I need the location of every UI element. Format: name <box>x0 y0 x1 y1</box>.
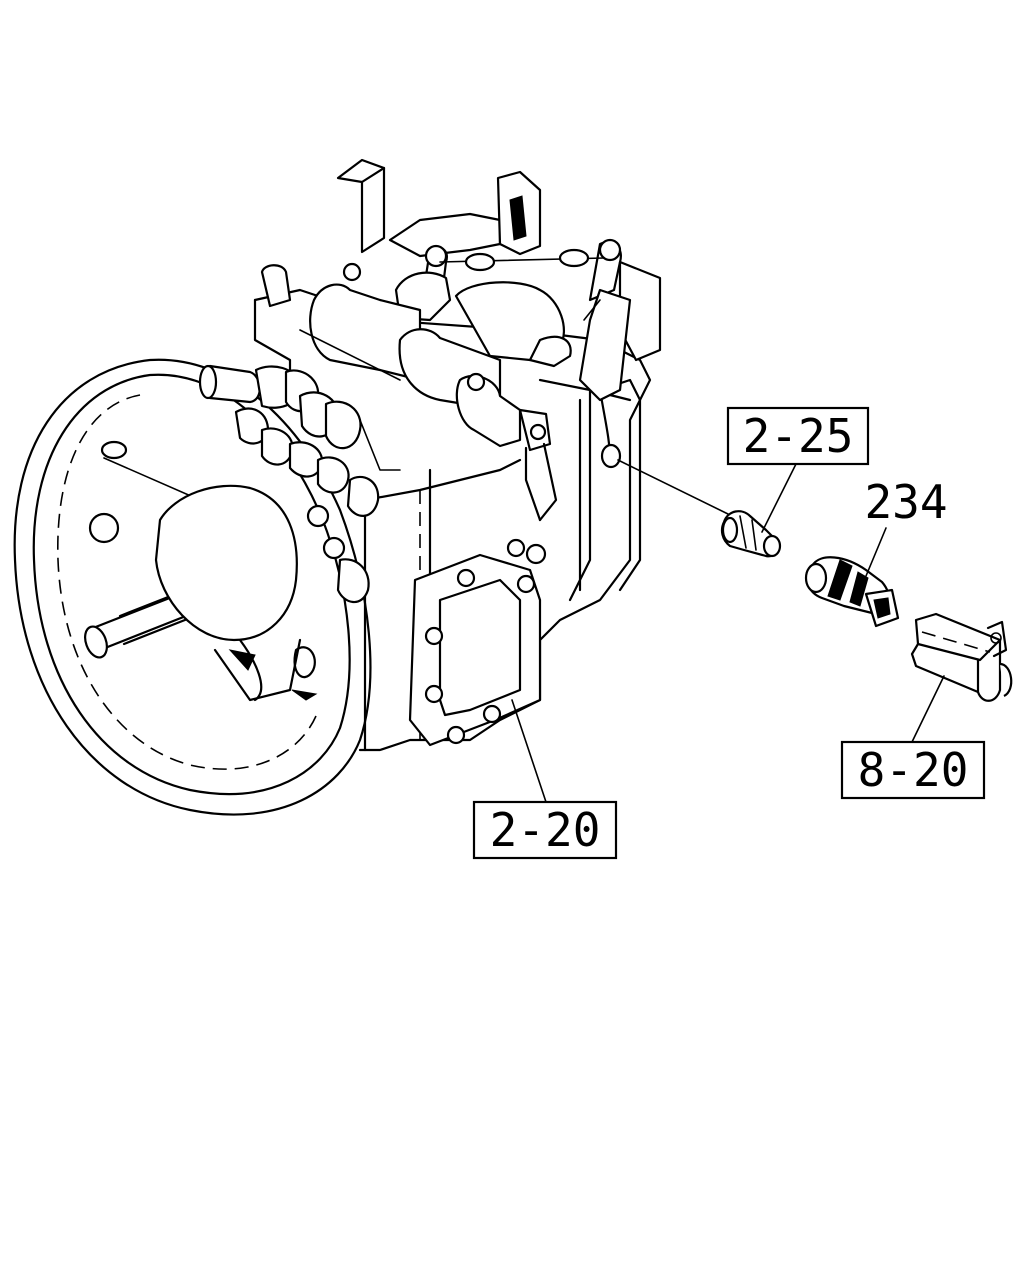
sensor-234 <box>804 556 900 628</box>
callout-box <box>472 800 618 860</box>
leader-2-20 <box>511 699 547 803</box>
callout-box <box>726 406 870 466</box>
leader-8-20 <box>911 675 945 743</box>
transmission-assembly <box>13 158 662 816</box>
callout-label: 2-25 <box>743 409 854 463</box>
insertion-line <box>617 459 729 515</box>
callout-2-20: 2-20 <box>472 800 618 860</box>
callout-box <box>840 740 986 800</box>
callout-label: 8-20 <box>858 743 969 797</box>
shift-tower <box>260 158 662 412</box>
shift-arm <box>455 372 558 522</box>
callout-label: 234 <box>864 475 947 529</box>
exploded-parts <box>617 459 1013 702</box>
leader-2-25 <box>761 463 797 533</box>
bracket-8-20 <box>910 612 1013 702</box>
callout-2-25: 2-25 <box>726 406 870 466</box>
callout-8-20: 8-20 <box>840 740 986 800</box>
callout-label: 2-20 <box>490 803 601 857</box>
switch-2-25 <box>720 510 782 558</box>
clutch-hub <box>154 484 318 702</box>
leader-234 <box>865 527 887 577</box>
side-bolts <box>198 364 401 604</box>
callout-234: 234 <box>864 475 947 529</box>
leader-lines <box>511 463 945 803</box>
